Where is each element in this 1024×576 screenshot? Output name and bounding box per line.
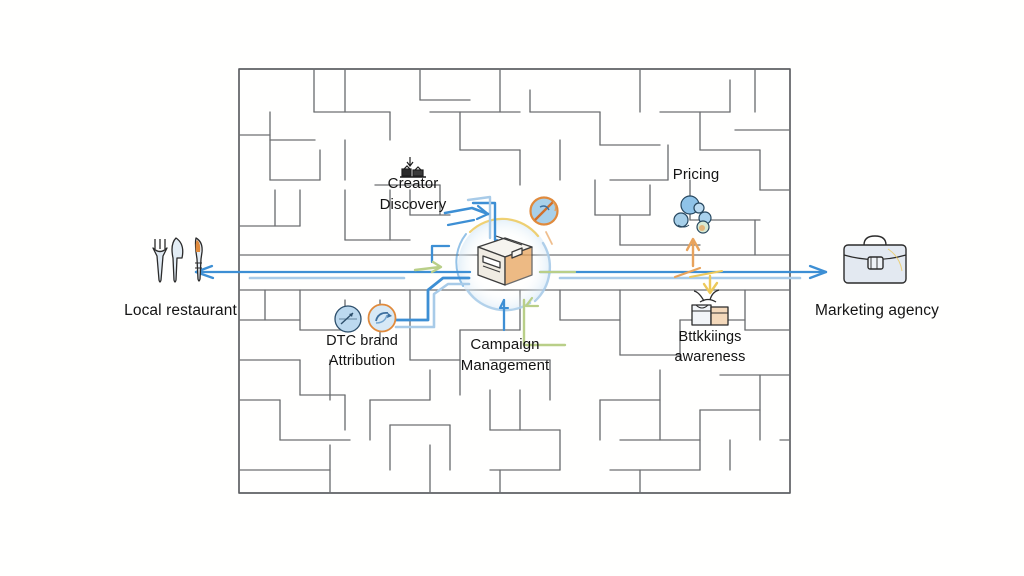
compass-badge-icon: [333, 304, 363, 334]
flow-dtc-to-center: [394, 244, 471, 329]
briefcase-icon: [838, 231, 912, 291]
endpoint-label-left: Local restaurant: [124, 302, 237, 319]
refresh-badge-icon: [366, 302, 398, 334]
flow-awareness-arrow: [689, 270, 723, 295]
node-label-dtc-line2: Attribution: [328, 353, 396, 369]
center-label-line1: Campaign: [470, 336, 540, 353]
bubbles-icon: [672, 194, 720, 240]
shopping-bag-icon: [686, 289, 736, 331]
node-label-pricing: Pricing: [672, 166, 720, 183]
flow-center-down: [498, 298, 510, 332]
node-label-creator-discovery-line2: Discovery: [379, 196, 447, 213]
no-entry-badge-icon: [527, 194, 561, 228]
center-label-line2: Management: [460, 357, 550, 374]
node-label-awareness-line1: Bttkkiings: [678, 329, 742, 345]
node-label-creator-discovery-line1: Creator: [387, 175, 439, 192]
sketch-cluster-icon: [396, 156, 434, 182]
node-label-awareness-line2: awareness: [674, 349, 746, 365]
node-label-dtc-line1: DTC brand: [326, 333, 398, 349]
flow-pricing-arrow: [673, 237, 702, 279]
flow-chevrons: [443, 204, 490, 227]
maze-outer-border: [238, 68, 791, 494]
flow-noentry-stub: [545, 231, 553, 245]
maze-walls: [238, 68, 791, 494]
fork-knife-icon: [148, 233, 212, 291]
cardboard-box-icon: [474, 234, 536, 292]
flow-green-chevron-left: [413, 260, 443, 274]
arrow-to-right-endpoint: [538, 264, 828, 280]
flow-center-green: [522, 270, 577, 347]
endpoint-label-right: Marketing agency: [815, 302, 939, 319]
